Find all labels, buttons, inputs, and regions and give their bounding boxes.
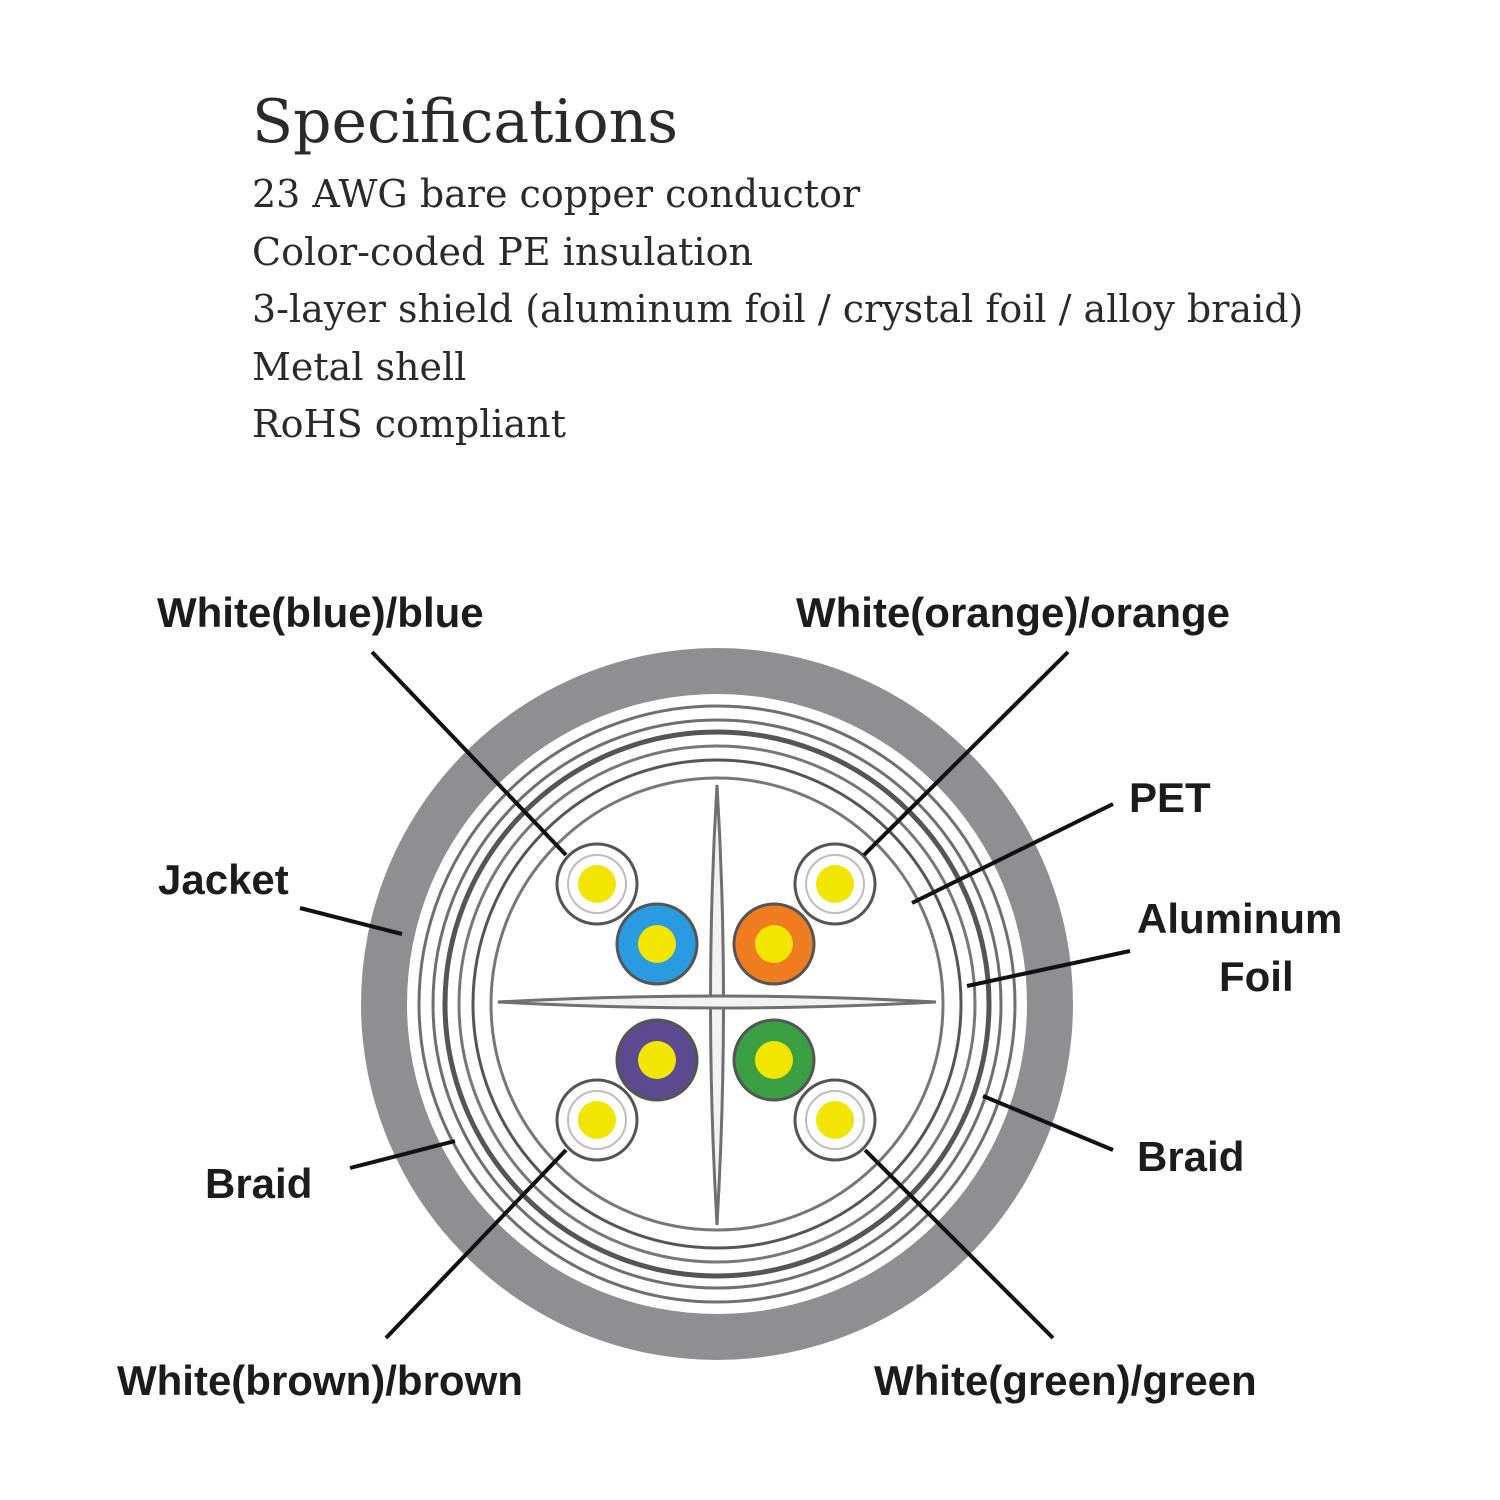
leader-jacket [299,906,403,936]
leader-white-orange [862,650,1070,857]
label-braid-left: Braid [205,1160,312,1207]
orange-wire [732,902,816,986]
leader-white-green [863,1148,1055,1340]
leader-aluminum-foil [966,949,1131,988]
label-aluminum-foil-line1: Aluminum [1137,895,1342,942]
label-white-blue: White(blue)/blue [157,589,484,636]
specifications-title: Specifications [252,87,679,157]
spec-item: Color-coded PE insulation [252,229,753,274]
spec-item: 23 AWG bare copper conductor [252,172,861,216]
spec-item: Metal shell [252,344,467,389]
purple-wire [615,1018,699,1102]
label-aluminum-foil-line2: Foil [1219,953,1294,1000]
aluminum-foil-ring [442,729,992,1279]
label-white-brown: White(brown)/brown [117,1357,523,1404]
green-wire [732,1018,816,1102]
label-jacket: Jacket [158,856,289,903]
leader-white-blue [370,650,568,857]
white-green-wire [793,1078,877,1162]
white-blue-wire [555,842,639,926]
label-white-orange: White(orange)/orange [796,589,1230,636]
spec-item: 3-layer shield (aluminum foil / crystal … [252,287,1304,331]
leader-braid-left [349,1139,456,1170]
leader-white-brown [384,1148,568,1340]
leader-pet [911,802,1114,905]
white-orange-wire [793,842,877,926]
white-brown-wire [555,1078,639,1162]
specifications-block: Specifications 23 AWG bare copper conduc… [252,82,1303,454]
leader-braid-right [982,1094,1114,1152]
spec-item: RoHS compliant [252,402,566,446]
shield-ring [417,704,1017,1304]
inner-ring [471,758,963,1250]
label-pet: PET [1129,774,1211,821]
cross-separator-horizontal [497,994,937,1010]
pet-ring [457,744,977,1264]
label-braid-right: Braid [1137,1133,1244,1180]
blue-wire [615,902,699,986]
label-white-green: White(green)/green [874,1357,1257,1404]
